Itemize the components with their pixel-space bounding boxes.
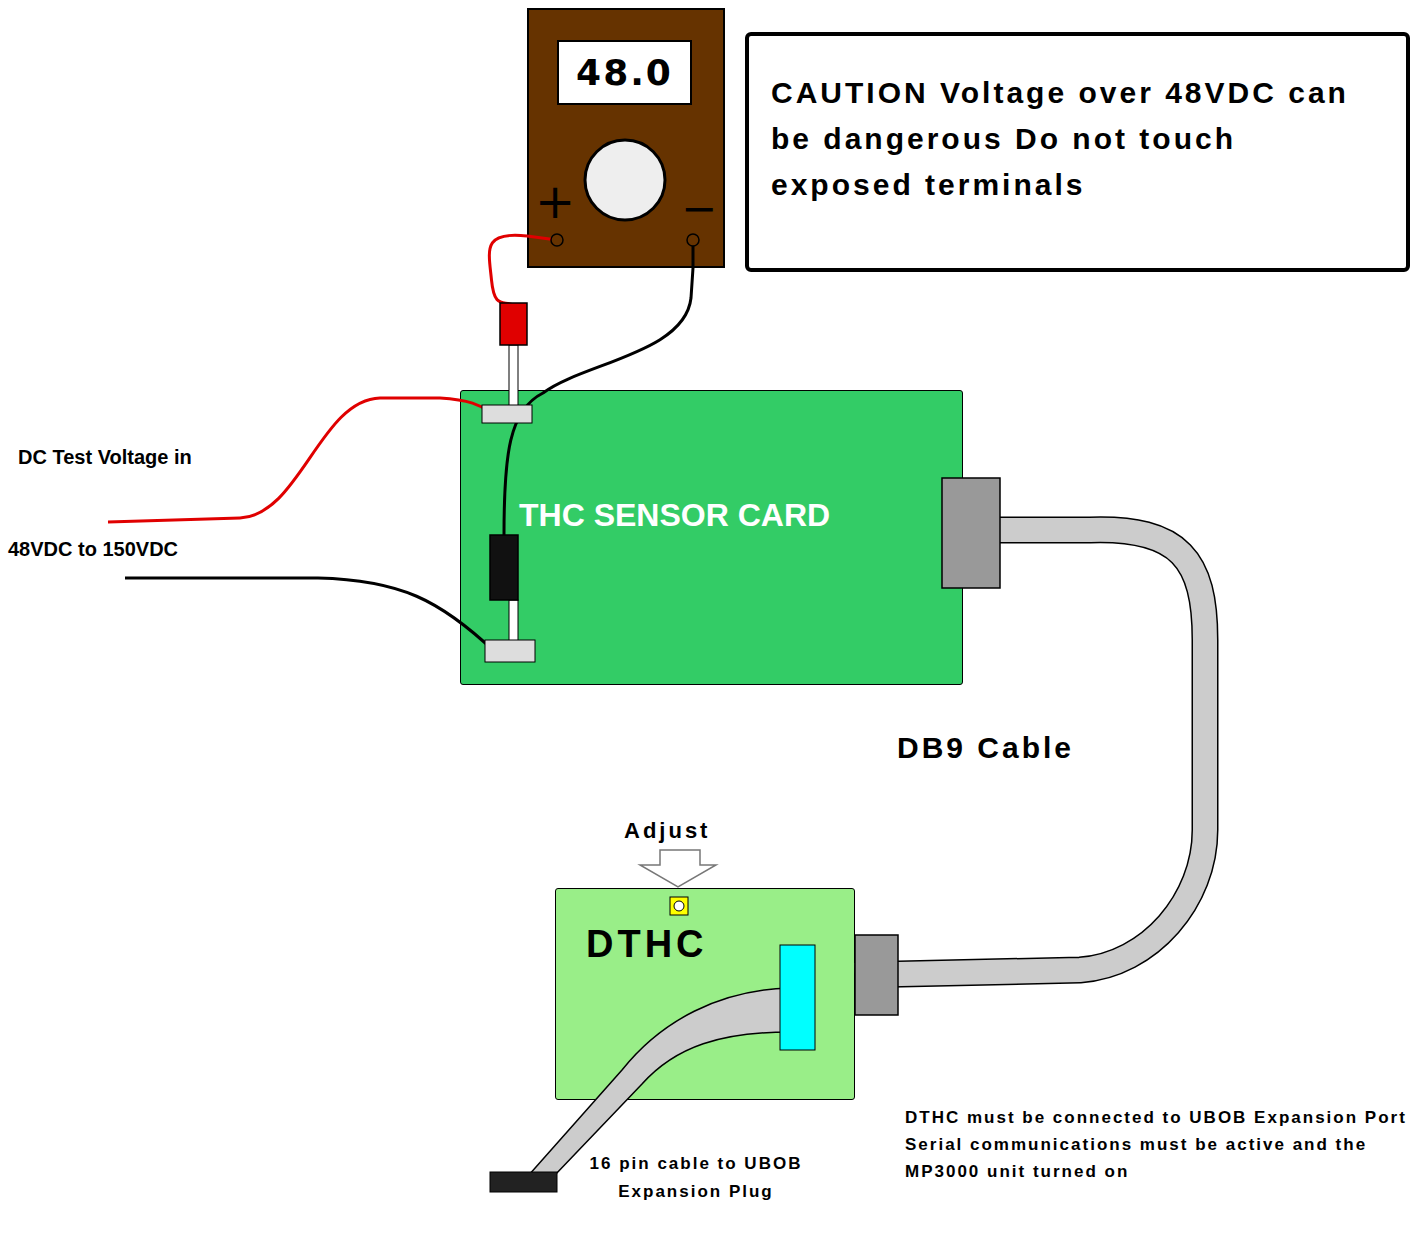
- black-test-lead-line: [504, 268, 693, 535]
- cable-note: 16 pin cable to UBOB Expansion Plug: [565, 1150, 827, 1206]
- meter-reading: 48.0: [576, 52, 673, 93]
- adjust-label: Adjust: [624, 818, 710, 844]
- ribbon-plug: [490, 1172, 557, 1192]
- adjust-potentiometer: [670, 897, 688, 915]
- probe-pin: [509, 600, 518, 646]
- db9-cable: [855, 530, 1205, 975]
- test-voltage-negative-wire: [125, 578, 495, 652]
- db9-cable-line: [855, 530, 1205, 975]
- black-lead-stub: [692, 240, 695, 268]
- meter-terminal: [687, 234, 699, 246]
- meter-terminal: [551, 234, 563, 246]
- polarity-mark: +: [535, 173, 575, 229]
- terminal-pad: [485, 640, 535, 662]
- red-test-lead-line: [489, 235, 527, 390]
- db9-connector: [855, 935, 898, 1015]
- meter-display: 48.0: [557, 40, 692, 105]
- black-test-lead: [504, 268, 693, 535]
- ribbon-cable: [528, 988, 790, 1176]
- red-test-lead: [489, 235, 527, 390]
- caution-box: CAUTION Voltage over 48VDC can be danger…: [745, 32, 1410, 272]
- card-title: THC SENSOR CARD: [519, 497, 830, 534]
- red-lead-stub: [527, 236, 557, 240]
- black-probe: [490, 535, 518, 600]
- thc-sensor-card: THC SENSOR CARD: [460, 390, 963, 685]
- red-probe: [500, 303, 527, 345]
- db9-connector: [942, 478, 1000, 588]
- probe-pin: [509, 345, 518, 411]
- connection-note: DTHC must be connected to UBOB Expansion…: [905, 1104, 1410, 1185]
- ribbon-header: [780, 945, 815, 1050]
- input-label: DC Test Voltage in: [18, 446, 192, 469]
- polarity-mark: −: [681, 180, 717, 236]
- caution-text: CAUTION Voltage over 48VDC can be danger…: [771, 70, 1390, 208]
- cable-label: DB9 Cable: [897, 731, 1074, 765]
- terminal-pad: [482, 405, 532, 423]
- input-label: 48VDC to 150VDC: [8, 538, 178, 561]
- potentiometer-screw: [674, 901, 684, 911]
- db9-cable-outline: [855, 530, 1205, 975]
- board-title: DTHC: [586, 923, 708, 966]
- dthc-board: DTHC: [555, 888, 855, 1100]
- meter-dial: [585, 140, 665, 220]
- multimeter-body: + − 48.0: [527, 8, 725, 268]
- adjust-arrow: [640, 850, 716, 887]
